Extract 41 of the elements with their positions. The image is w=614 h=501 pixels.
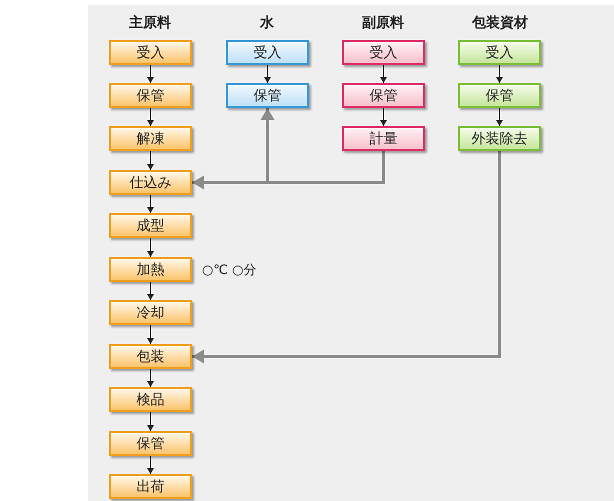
- process-box: 包装: [109, 344, 192, 369]
- arrow: [192, 151, 501, 364]
- process-box: 外装除去: [458, 126, 541, 151]
- arrow: [147, 64, 154, 84]
- arrow: [380, 108, 387, 126]
- arrow: [147, 324, 154, 344]
- arrow: [147, 282, 154, 300]
- process-box: 冷却: [109, 300, 192, 325]
- arrow: [147, 368, 154, 388]
- process-box: 保管: [226, 83, 309, 108]
- process-box: 計量: [342, 126, 425, 151]
- arrow: [496, 108, 503, 126]
- column-heading: 包装資材: [470, 14, 529, 32]
- process-box: 保管: [109, 83, 192, 108]
- process-box: 検品: [109, 387, 192, 412]
- process-box: 出荷: [109, 474, 192, 499]
- arrow: [147, 238, 154, 258]
- column-heading: 主原料: [128, 14, 172, 32]
- process-box: 受入: [226, 40, 309, 65]
- process-box: 加熱: [109, 257, 192, 282]
- condition-note: ○℃ ○分: [202, 262, 256, 279]
- arrow: [147, 108, 154, 126]
- arrow: [147, 412, 154, 432]
- process-box: 受入: [342, 40, 425, 65]
- process-box: 解凍: [109, 126, 192, 151]
- arrow: [147, 194, 154, 214]
- arrow: [147, 150, 154, 170]
- column-heading: 副原料: [361, 14, 405, 32]
- process-box: 仕込み: [109, 170, 192, 195]
- process-box: 保管: [109, 431, 192, 456]
- process-box: 保管: [342, 83, 425, 108]
- arrow: [264, 64, 271, 84]
- arrow: [380, 64, 387, 84]
- column-heading: 水: [258, 14, 275, 32]
- process-box: 保管: [458, 83, 541, 108]
- process-box: 受入: [109, 40, 192, 65]
- arrow: [496, 64, 503, 84]
- process-box: 成型: [109, 213, 192, 238]
- arrow: [147, 456, 154, 474]
- arrow: [260, 108, 385, 184]
- process-box: 受入: [458, 40, 541, 65]
